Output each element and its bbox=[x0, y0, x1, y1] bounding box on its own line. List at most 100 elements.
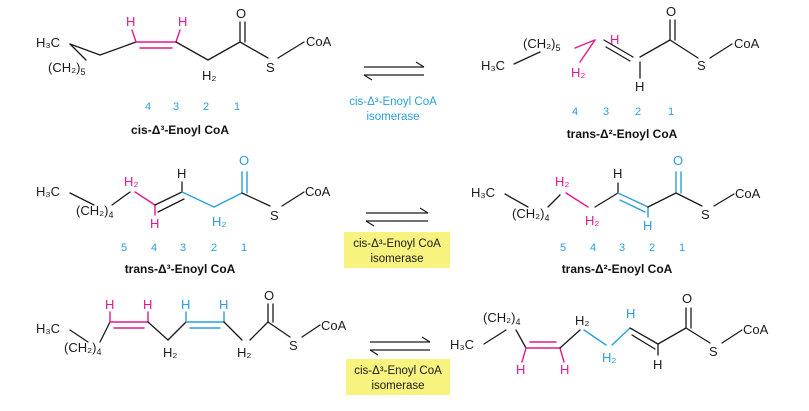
carbon-number: 4 bbox=[590, 242, 596, 254]
atom-o: O bbox=[673, 153, 683, 168]
atom-o: O bbox=[264, 288, 274, 303]
atom-h2: H₂ bbox=[237, 345, 251, 360]
carbon-number: 2 bbox=[211, 242, 217, 254]
atom-h: H bbox=[126, 14, 135, 29]
enzyme-name: cis-Δ³-Enoyl CoA bbox=[349, 96, 437, 108]
atom-h: H bbox=[177, 166, 186, 181]
atom-h2: H₂ bbox=[602, 350, 616, 365]
atom-h2: H₂ bbox=[575, 313, 589, 328]
atom-ch2: (CH₂)5 bbox=[48, 60, 86, 77]
enzyme-name: cis-Δ³-Enoyl CoA bbox=[353, 238, 441, 250]
enzyme-highlight bbox=[346, 359, 450, 395]
atom-h: H bbox=[643, 218, 652, 233]
compound-name: trans-Δ³-Enoyl CoA bbox=[125, 262, 236, 276]
atom-ch2: (CH₂)5 bbox=[523, 36, 561, 53]
equilibrium-arrows bbox=[369, 336, 431, 356]
atom-h3c: H₃C bbox=[481, 58, 505, 73]
carbon-number: 2 bbox=[635, 106, 641, 118]
atom-o: O bbox=[239, 153, 249, 168]
atom-h2: H₂ bbox=[163, 345, 177, 360]
carbon-number: 4 bbox=[151, 242, 157, 254]
molecule-trans-delta3-enoyl-coa: H₃C (CH₂)4 H₂ H H H₂ O S CoA 5 4 3 2 1 t… bbox=[36, 153, 331, 276]
atom-h3c: H₃C bbox=[450, 337, 474, 352]
carbon-number: 5 bbox=[560, 242, 566, 254]
atom-h2: H₂ bbox=[585, 213, 599, 228]
carbon-number: 1 bbox=[668, 106, 674, 118]
enzyme-type: isomerase bbox=[366, 111, 419, 123]
atom-h: H bbox=[635, 79, 644, 94]
atom-coa: CoA bbox=[734, 36, 760, 51]
atom-h2: H₂ bbox=[571, 65, 585, 80]
carbon-number: 1 bbox=[241, 242, 247, 254]
molecule-dienoyl-coa-substrate: H₃C (CH₂)4 H H H₂ H H H₂ O S CoA bbox=[36, 288, 347, 360]
equilibrium-arrows bbox=[363, 61, 425, 81]
atom-h3c: H₃C bbox=[36, 321, 60, 336]
enzyme-label: cis-Δ³-Enoyl CoA isomerase bbox=[349, 96, 437, 123]
atom-ch2: (CH₂)4 bbox=[76, 203, 114, 220]
atom-s: S bbox=[709, 344, 718, 359]
atom-s: S bbox=[697, 58, 706, 73]
atom-h: H bbox=[219, 297, 228, 312]
enzyme-highlight bbox=[344, 232, 450, 268]
atom-coa: CoA bbox=[305, 184, 331, 199]
atom-o: O bbox=[666, 4, 676, 19]
atom-s: S bbox=[266, 60, 275, 75]
atom-h3c: H₃C bbox=[36, 35, 60, 50]
atom-h: H bbox=[178, 14, 187, 29]
atom-h: H bbox=[181, 297, 190, 312]
atom-h: H bbox=[105, 297, 114, 312]
atom-o: O bbox=[682, 291, 692, 306]
atom-h: H bbox=[560, 362, 569, 377]
atom-s: S bbox=[701, 207, 710, 222]
atom-h3c: H₃C bbox=[471, 185, 495, 200]
atom-h: H bbox=[610, 32, 619, 47]
atom-o: O bbox=[236, 6, 246, 21]
atom-coa: CoA bbox=[321, 318, 347, 333]
enzyme-name: cis-Δ³-Enoyl CoA bbox=[354, 365, 442, 377]
carbon-number: 2 bbox=[203, 101, 209, 113]
atom-h: H bbox=[626, 306, 635, 321]
atom-s: S bbox=[270, 208, 279, 223]
carbon-number: 3 bbox=[603, 106, 609, 118]
molecule-trans-delta2-enoyl-coa: H₃C (CH₂)4 H₂ H₂ H H O S CoA 5 4 3 2 1 t… bbox=[471, 153, 761, 276]
carbon-number: 1 bbox=[679, 242, 685, 254]
carbon-number: 4 bbox=[145, 101, 151, 113]
molecule-trans-delta2-enoyl-coa: H₃C (CH₂)5 H₂ H H O S CoA 4 3 2 1 trans-… bbox=[481, 4, 760, 141]
compound-name: trans-Δ²-Enoyl CoA bbox=[567, 127, 678, 141]
atom-coa: CoA bbox=[743, 322, 769, 337]
enzyme-type: isomerase bbox=[370, 253, 423, 265]
atom-h2: H₂ bbox=[124, 174, 138, 189]
atom-s: S bbox=[289, 338, 298, 353]
molecule-dienoyl-coa-product: H₃C (CH₂)4 H H H₂ H₂ H H O S CoA bbox=[450, 291, 769, 377]
enzyme-label: cis-Δ³-Enoyl CoA isomerase bbox=[344, 232, 450, 268]
molecule-cis-delta3-enoyl-coa: H₃C (CH₂)5 H H H₂ O S CoA 4 3 2 1 cis-Δ³… bbox=[36, 6, 332, 137]
carbon-number: 3 bbox=[180, 242, 186, 254]
carbon-number: 3 bbox=[619, 242, 625, 254]
atom-h2: H₂ bbox=[555, 174, 569, 189]
carbon-number: 1 bbox=[234, 101, 240, 113]
carbon-number: 3 bbox=[173, 101, 179, 113]
carbon-number: 2 bbox=[649, 242, 655, 254]
atom-h3c: H₃C bbox=[36, 184, 60, 199]
atom-h: H bbox=[516, 362, 525, 377]
carbon-number: 4 bbox=[572, 106, 578, 118]
atom-ch2: (CH₂)4 bbox=[483, 310, 521, 327]
atom-h: H bbox=[143, 297, 152, 312]
enzyme-type: isomerase bbox=[371, 380, 424, 392]
atom-coa: CoA bbox=[306, 34, 332, 49]
atom-ch2: (CH₂)4 bbox=[64, 340, 102, 357]
atom-ch2: (CH₂)4 bbox=[512, 206, 550, 223]
atom-h: H bbox=[150, 216, 159, 231]
compound-name: trans-Δ²-Enoyl CoA bbox=[562, 262, 673, 276]
atom-h: H bbox=[613, 166, 622, 181]
atom-h2: H₂ bbox=[212, 214, 226, 229]
carbon-number: 5 bbox=[121, 242, 127, 254]
equilibrium-arrows bbox=[365, 207, 429, 227]
compound-name: cis-Δ³-Enoyl CoA bbox=[131, 123, 229, 137]
enzyme-label: cis-Δ³-Enoyl CoA isomerase bbox=[346, 359, 450, 395]
atom-h: H bbox=[653, 357, 662, 372]
atom-coa: CoA bbox=[735, 186, 761, 201]
atom-h2: H₂ bbox=[202, 68, 216, 83]
